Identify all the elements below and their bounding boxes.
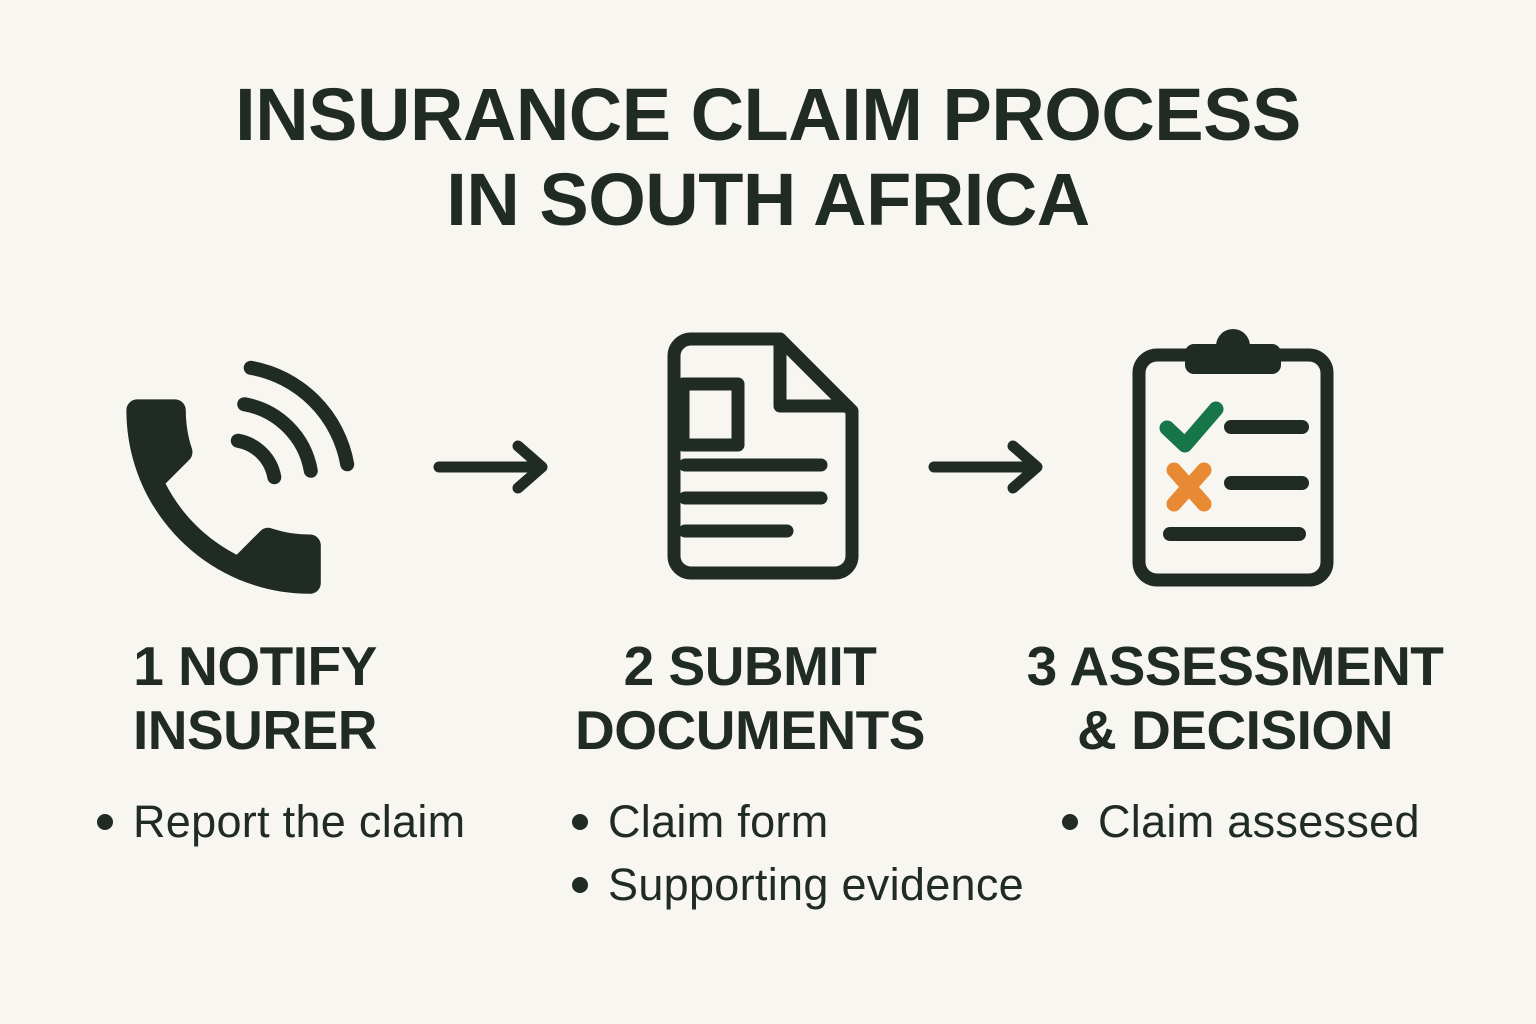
bullet-item: Claim form — [572, 799, 1024, 845]
step-1-title-line2: INSURER — [132, 699, 378, 761]
bullet-item: Supporting evidence — [572, 862, 1024, 908]
step-2-bullets: Claim form Supporting evidence — [572, 799, 1024, 925]
arrow-right-icon — [432, 437, 552, 497]
step-3-bullets: Claim assessed — [1062, 799, 1420, 862]
page-title-line1: INSURANCE CLAIM PROCESS — [235, 73, 1301, 156]
bullet-dot — [1062, 814, 1078, 830]
step-1-title: 1 NOTIFY INSURER — [30, 634, 480, 762]
bullet-dot — [97, 814, 113, 830]
bullet-item: Claim assessed — [1062, 799, 1420, 845]
step-3-title-line2: & DECISION — [1077, 699, 1393, 761]
step-1-bullets: Report the claim — [97, 799, 465, 862]
bullet-dot — [572, 877, 588, 893]
document-icon — [635, 326, 865, 586]
step-3-title: 3 ASSESSMENT & DECISION — [1010, 634, 1460, 762]
step-3-title-line1: 3 ASSESSMENT — [1026, 635, 1444, 697]
step-2-title-line1: 2 SUBMIT — [623, 635, 877, 697]
step-2-title: 2 SUBMIT DOCUMENTS — [525, 634, 975, 762]
phone-icon — [110, 335, 370, 595]
page-title: INSURANCE CLAIM PROCESS IN SOUTH AFRICA — [0, 72, 1536, 242]
bullet-text: Claim form — [608, 796, 829, 847]
bullet-dot — [572, 814, 588, 830]
arrow-right-icon — [927, 437, 1047, 497]
bullet-text: Supporting evidence — [608, 859, 1024, 910]
step-2-title-line2: DOCUMENTS — [575, 699, 925, 761]
bullet-text: Report the claim — [133, 796, 466, 847]
step-1-title-line1: 1 NOTIFY — [133, 635, 377, 697]
clipboard-checklist-icon — [1128, 322, 1338, 587]
page-title-line2: IN SOUTH AFRICA — [446, 158, 1090, 241]
bullet-item: Report the claim — [97, 799, 465, 845]
bullet-text: Claim assessed — [1098, 796, 1420, 847]
